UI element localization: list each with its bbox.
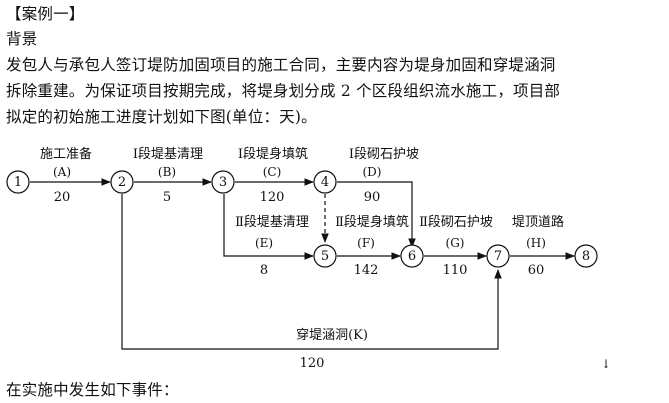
activity-B-code: (B): [158, 165, 176, 179]
events-intro: 在实施中发生如下事件：: [6, 381, 179, 399]
activity-A-duration: 20: [54, 190, 71, 205]
activity-D-name: Ⅰ段砌石护坡: [349, 147, 419, 162]
node-1: 1: [6, 170, 30, 194]
svg-text:5: 5: [321, 249, 329, 264]
activity-F-code: (F): [357, 236, 375, 250]
paragraph-return-mark: ↓: [601, 357, 611, 371]
activity-A-name: 施工准备: [40, 146, 92, 162]
svg-text:2: 2: [118, 175, 126, 190]
activity-C-name: Ⅰ段堤身填筑: [238, 146, 308, 162]
node-2: 2: [110, 170, 134, 194]
arrow-E: [223, 194, 314, 260]
node-7: 7: [486, 244, 510, 268]
activity-H-code: (H): [526, 236, 546, 250]
activity-K-duration: 120: [300, 356, 325, 371]
svg-text:7: 7: [494, 249, 502, 264]
arrow-D: [337, 181, 416, 248]
activity-H-name: 堤顶道路: [512, 214, 564, 230]
svg-text:8: 8: [582, 249, 590, 264]
background-heading: 背景: [6, 30, 38, 48]
activity-D-code: (D): [363, 165, 382, 179]
activity-G-duration: 110: [443, 263, 468, 278]
node-6: 6: [400, 244, 424, 268]
activity-A-code: (A): [53, 165, 71, 179]
node-4: 4: [313, 170, 337, 194]
activity-D-duration: 90: [364, 190, 381, 205]
activity-H-duration: 60: [528, 263, 545, 278]
svg-text:3: 3: [219, 175, 227, 190]
activity-E-name: Ⅱ段堤基清理: [235, 215, 309, 230]
node-5: 5: [313, 244, 337, 268]
activity-B-name: Ⅰ段堤基清理: [133, 147, 203, 162]
paragraph-line-3: 拟定的初始施工进度计划如下图(单位：天)。: [6, 108, 317, 126]
node-3: 3: [211, 170, 235, 194]
activity-F-duration: 142: [354, 263, 379, 278]
activity-K-name: 穿堤涵洞(K): [296, 327, 368, 343]
activity-E-duration: 8: [260, 263, 268, 278]
activity-G-name: Ⅱ段砌石护坡: [419, 215, 493, 230]
activity-C-duration: 120: [260, 190, 285, 205]
arrow-K: [121, 194, 502, 350]
svg-text:6: 6: [408, 249, 416, 264]
activity-E-code: (E): [255, 236, 273, 250]
activity-C-code: (C): [263, 165, 282, 179]
paragraph-line-2: 拆除重建。为保证项目按期完成，将堤身划分成 2 个区段组织流水施工，项目部: [6, 82, 561, 100]
svg-text:1: 1: [14, 175, 22, 190]
case-title: 【案例一】: [6, 5, 85, 23]
node-8: 8: [574, 244, 598, 268]
svg-text:4: 4: [321, 175, 329, 190]
activity-F-name: Ⅱ段堤身填筑: [335, 214, 409, 230]
paragraph-line-1: 发包人与承包人签订堤防加固项目的施工合同，主要内容为堤身加固和穿堤涵洞: [6, 56, 556, 74]
activity-B-duration: 5: [163, 190, 171, 205]
activity-G-code: (G): [446, 236, 465, 250]
